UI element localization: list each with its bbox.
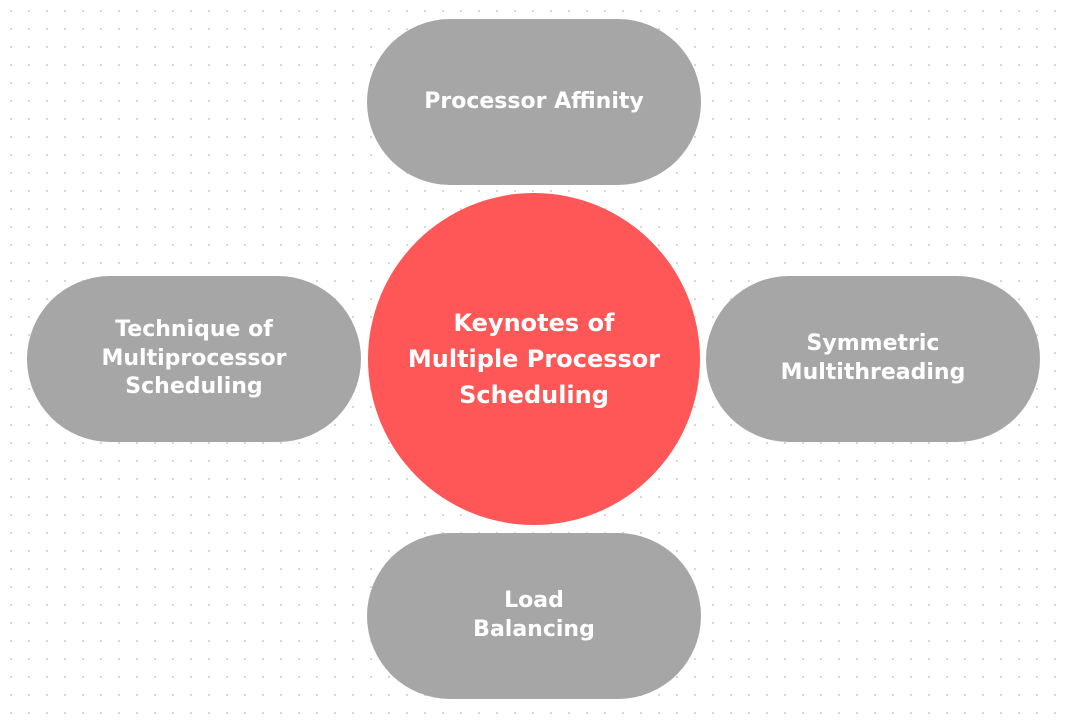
node-load-balancing: Load Balancing: [367, 533, 701, 699]
node-symmetric-multithreading: Symmetric Multithreading: [706, 276, 1040, 442]
node-label: Technique of Multiprocessor Scheduling: [102, 316, 287, 402]
label-line: Processor Affinity: [424, 88, 644, 114]
label-line: Load: [504, 588, 564, 614]
node-label: Symmetric Multithreading: [781, 330, 966, 387]
label-line: Balancing: [473, 617, 595, 642]
node-processor-affinity: Processor Affinity: [367, 19, 701, 185]
node-technique-of-multiprocessor-scheduling: Technique of Multiprocessor Scheduling: [27, 276, 361, 442]
node-label: Load Balancing: [473, 587, 595, 644]
label-line: Technique of: [115, 317, 273, 343]
node-label: Processor Affinity: [424, 88, 643, 117]
node-label: Keynotes of Multiple Processor Schedulin…: [408, 305, 660, 413]
label-line: Multithreading: [780, 360, 966, 385]
node-keynotes-center: Keynotes of Multiple Processor Schedulin…: [368, 193, 700, 525]
label-line: Scheduling: [459, 381, 609, 409]
label-line: Symmetric: [806, 331, 940, 357]
label-line: Keynotes of: [453, 309, 615, 337]
label-line: Multiprocessor: [101, 345, 287, 371]
label-line: Scheduling: [125, 374, 263, 400]
label-line: Multiple Processor: [407, 345, 661, 373]
